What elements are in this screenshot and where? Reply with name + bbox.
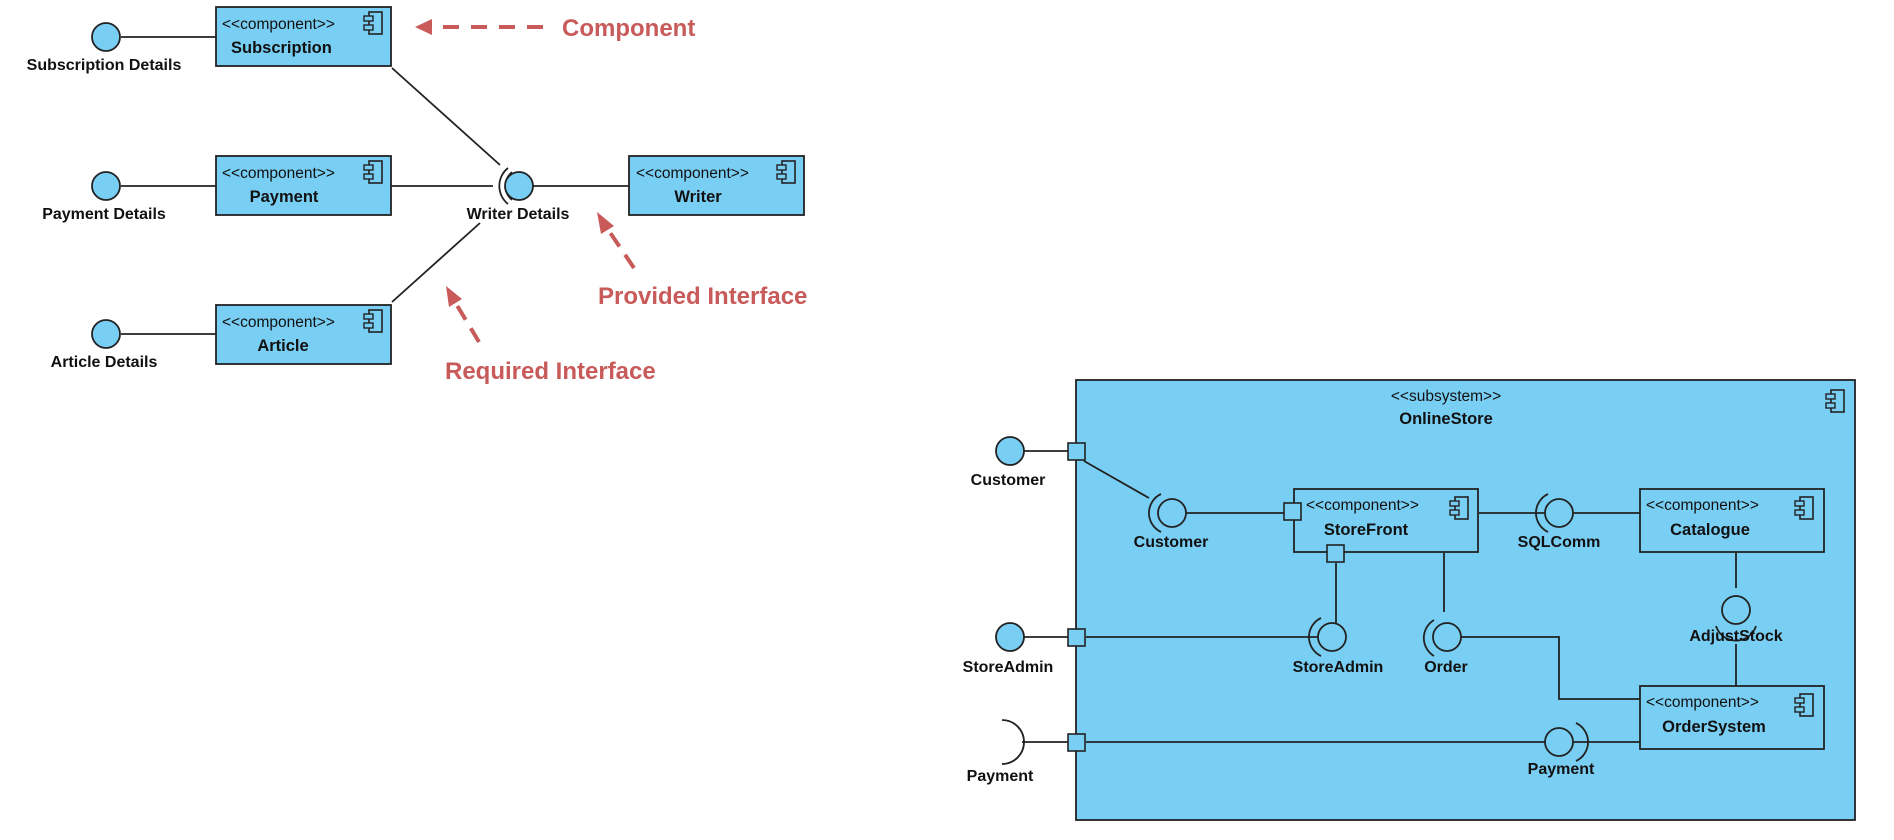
interface-ext-storeadmin[interactable] (995, 622, 1025, 652)
port-customer[interactable] (1067, 442, 1086, 461)
port-payment[interactable] (1067, 733, 1086, 752)
interface-customer[interactable] (1148, 493, 1187, 533)
label-payment-details: Payment Details (42, 206, 166, 223)
stereotype-label: <<component>> (1306, 497, 1419, 514)
stereotype-label: <<component>> (222, 16, 335, 33)
component-catalogue[interactable]: <<component>> Catalogue (1639, 488, 1825, 553)
connector-subscription-writer (391, 67, 501, 166)
port-storefront-bottom[interactable] (1326, 544, 1345, 563)
label-writer-details: Writer Details (467, 206, 570, 223)
connector-order-ordersystem (1461, 636, 1640, 700)
arrow-provided-shaft (605, 226, 636, 270)
right-diagram: <<subsystem>> OnlineStore (963, 379, 1856, 821)
writer-details-socket (498, 167, 509, 205)
subsystem-name: OnlineStore (1399, 410, 1493, 428)
component-name: Payment (250, 188, 319, 206)
label-ext-storeadmin: StoreAdmin (963, 659, 1054, 676)
interface-adjuststock[interactable] (1715, 595, 1757, 642)
label-payment: Payment (1528, 761, 1595, 778)
left-diagram: Subscription Details Payment Details Art… (27, 6, 807, 385)
interface-writer-details[interactable] (504, 171, 534, 201)
stereotype-label: <<component>> (1646, 497, 1759, 514)
annotation-component: Component (562, 15, 695, 42)
label-sqlcomm: SQLComm (1518, 534, 1601, 551)
label-subscription-details: Subscription Details (27, 57, 182, 74)
label-adjuststock: AdjustStock (1689, 628, 1782, 645)
label-storeadmin: StoreAdmin (1293, 659, 1384, 676)
component-subscription[interactable]: <<component>> Subscription (215, 6, 392, 67)
component-name: StoreFront (1324, 521, 1409, 539)
component-article[interactable]: <<component>> Article (215, 304, 392, 365)
label-customer: Customer (1134, 534, 1209, 551)
component-writer[interactable]: <<component>> Writer (628, 155, 805, 216)
label-order: Order (1424, 659, 1468, 676)
interface-storeadmin[interactable] (1308, 617, 1347, 657)
annotation-provided-interface: Provided Interface (598, 283, 807, 310)
arrow-required-head (446, 286, 462, 307)
arrow-component-head (415, 19, 432, 35)
component-ordersystem[interactable]: <<component>> OrderSystem (1639, 685, 1825, 750)
subsystem-stereotype: <<subsystem>> (1391, 388, 1501, 405)
interface-subscription-details[interactable] (91, 22, 121, 52)
arrow-required-shaft (453, 300, 481, 344)
interface-payment-details[interactable] (91, 171, 121, 201)
connector-article-writer (391, 222, 481, 303)
annotation-required-interface: Required Interface (445, 358, 656, 385)
socket-ext-payment[interactable] (1001, 719, 1025, 765)
stereotype-label: <<component>> (222, 165, 335, 182)
connector-port-customer-socket (1083, 460, 1150, 499)
component-name: Article (257, 337, 308, 355)
port-storeadmin[interactable] (1067, 628, 1086, 647)
arrow-provided-head (597, 212, 614, 234)
component-name: Writer (674, 188, 722, 206)
interface-order[interactable] (1422, 619, 1462, 657)
component-storefront[interactable]: <<component>> StoreFront (1283, 488, 1479, 563)
component-name: OrderSystem (1662, 718, 1766, 736)
label-article-details: Article Details (51, 354, 158, 371)
label-ext-customer: Customer (971, 472, 1046, 489)
interface-ext-customer[interactable] (995, 436, 1025, 466)
component-payment[interactable]: <<component>> Payment (215, 155, 392, 216)
component-name: Catalogue (1670, 521, 1750, 539)
stereotype-label: <<component>> (636, 165, 749, 182)
label-ext-payment: Payment (967, 768, 1034, 785)
interface-payment[interactable] (1544, 722, 1589, 762)
stereotype-label: <<component>> (222, 314, 335, 331)
stereotype-label: <<component>> (1646, 694, 1759, 711)
interface-sqlcomm[interactable] (1535, 493, 1574, 533)
port-storefront-left[interactable] (1283, 502, 1302, 521)
interface-article-details[interactable] (91, 319, 121, 349)
component-name: Subscription (231, 39, 332, 57)
